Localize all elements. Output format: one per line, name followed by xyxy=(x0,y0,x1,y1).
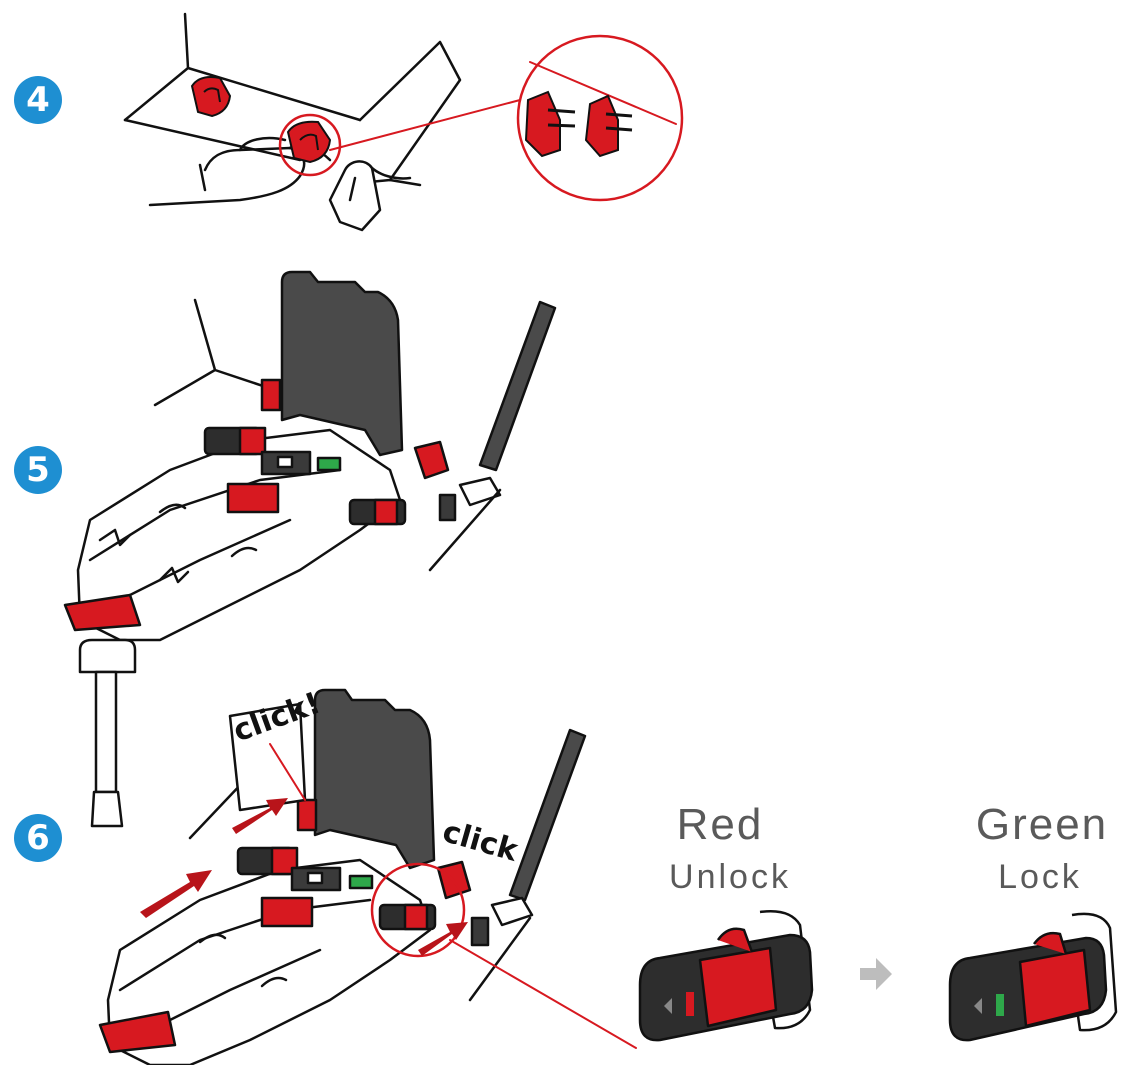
step-badge-6: 6 xyxy=(14,814,62,862)
red-caption: Red xyxy=(676,800,764,849)
right-arrow-icon xyxy=(860,958,892,990)
step-badge-4: 4 xyxy=(14,76,62,124)
lock-caption: Lock xyxy=(998,858,1082,896)
step4-red-guides xyxy=(190,76,633,177)
step-badge-5: 5 xyxy=(14,446,62,494)
step5-illustration xyxy=(63,270,557,828)
unlock-caption: Unlock xyxy=(669,858,791,896)
push-arrows xyxy=(140,798,468,956)
green-caption: Green xyxy=(975,800,1109,849)
lock-indicator xyxy=(948,912,1118,1042)
unlock-indicator xyxy=(638,910,814,1042)
step6-illustration xyxy=(98,688,637,1065)
